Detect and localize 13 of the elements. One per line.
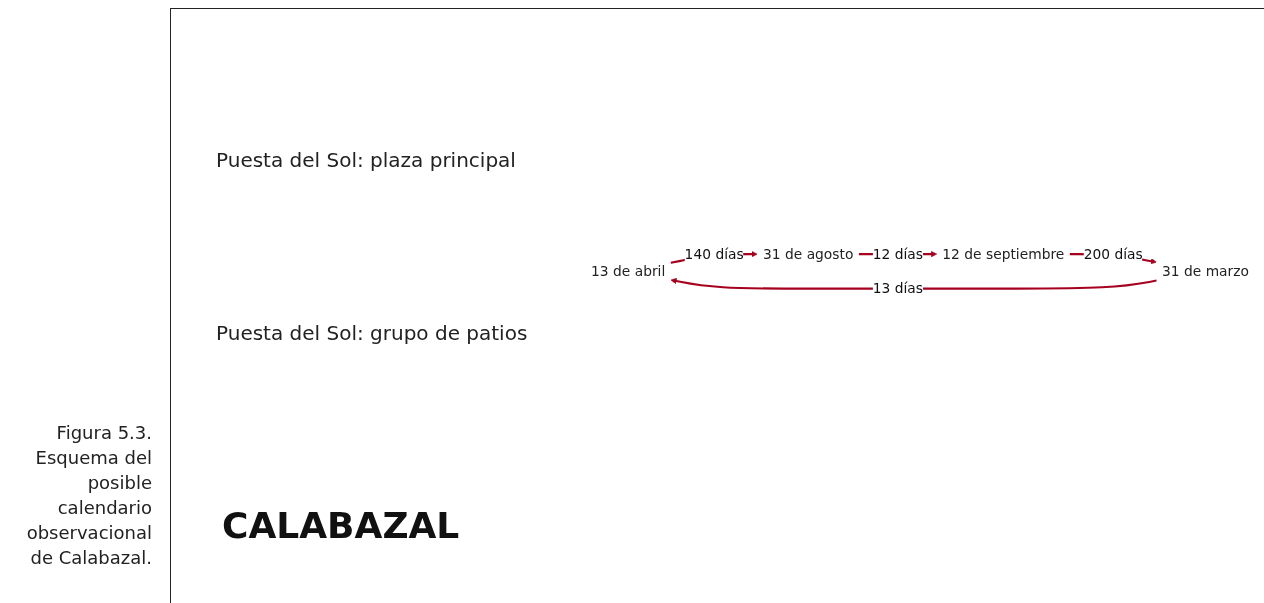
node-text: 13 de abril [591, 263, 666, 280]
edge-label: 13 días [872, 280, 923, 297]
row-label: Puesta del Sol: plaza principal [216, 148, 516, 172]
edge-label: 12 días [872, 245, 923, 263]
arrow [670, 278, 1157, 290]
diagram-title: CALABAZAL [222, 505, 460, 546]
edge-label: 200 días [1083, 245, 1143, 263]
node-text: 31 de marzo [1162, 263, 1249, 280]
row-label: Puesta del Sol: grupo de patios [216, 321, 528, 345]
edge-label: 140 días [684, 245, 744, 263]
figure-caption: Figura 5.3. Esquema del posible calendario observacional de Calabazal. [25, 421, 152, 570]
node-text: 31 de agosto [763, 245, 854, 263]
node-text: 12 de septiembre [942, 245, 1065, 263]
